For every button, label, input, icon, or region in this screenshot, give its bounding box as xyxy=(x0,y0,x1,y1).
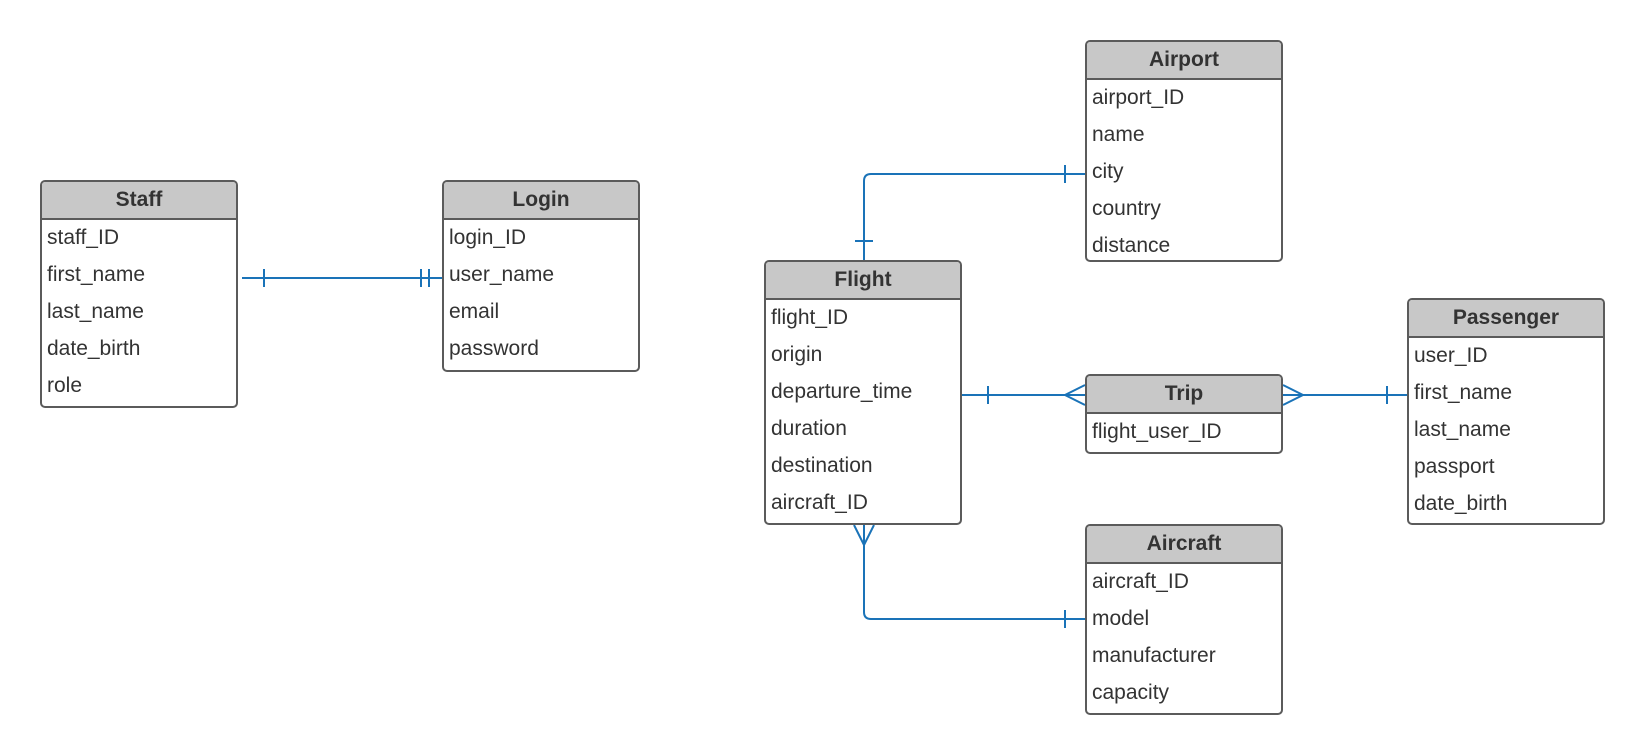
entity-passenger[interactable]: Passenger user_ID first_name last_name p… xyxy=(1407,298,1605,525)
entity-field: flight_ID xyxy=(771,306,849,329)
entity-field: email xyxy=(449,300,500,323)
entity-field: city xyxy=(1092,160,1124,183)
entity-field: login_ID xyxy=(449,226,527,249)
entity-field: destination xyxy=(771,454,873,477)
entity-staff[interactable]: Staff staff_ID first_name last_name date… xyxy=(40,180,238,408)
relationship-staff-login[interactable] xyxy=(242,269,442,287)
entity-field: model xyxy=(1092,607,1150,630)
entity-field: first_name xyxy=(47,263,146,286)
entity-title: Aircraft xyxy=(1087,526,1281,564)
many-marker xyxy=(1282,384,1306,406)
entity-flight[interactable]: Flight flight_ID origin departure_time d… xyxy=(764,260,962,525)
entity-field: flight_user_ID xyxy=(1092,420,1222,443)
entity-field: last_name xyxy=(47,300,144,323)
entity-title: Airport xyxy=(1087,42,1281,80)
relationship-flight-aircraft[interactable] xyxy=(853,524,1085,628)
entity-field: airport_ID xyxy=(1092,86,1185,109)
entity-field: manufacturer xyxy=(1092,644,1216,667)
entity-title: Flight xyxy=(766,262,960,300)
entity-login[interactable]: Login login_ID user_name email password xyxy=(442,180,640,372)
entity-field: capacity xyxy=(1092,681,1170,704)
entity-field: role xyxy=(47,374,83,397)
entity-field: staff_ID xyxy=(47,226,119,249)
entity-field: user_name xyxy=(449,263,555,286)
entity-field: passport xyxy=(1414,455,1495,478)
entity-trip[interactable]: Trip flight_user_ID xyxy=(1085,374,1283,454)
entity-field: aircraft_ID xyxy=(771,491,868,514)
relationship-trip-passenger[interactable] xyxy=(1282,384,1407,406)
entity-field: origin xyxy=(771,343,823,366)
entity-title: Staff xyxy=(42,182,236,220)
entity-field: name xyxy=(1092,123,1145,146)
relationship-airport-flight[interactable] xyxy=(855,165,1085,260)
entity-field: user_ID xyxy=(1414,344,1488,367)
entity-field: departure_time xyxy=(771,380,913,403)
entity-field: duration xyxy=(771,417,847,440)
many-marker xyxy=(853,524,875,548)
entity-field: last_name xyxy=(1414,418,1511,441)
entity-field: date_birth xyxy=(47,337,141,360)
entity-field: distance xyxy=(1092,234,1171,257)
entity-field: first_name xyxy=(1414,381,1513,404)
entity-field: password xyxy=(449,337,539,360)
entity-field: aircraft_ID xyxy=(1092,570,1189,593)
entity-title: Trip xyxy=(1087,376,1281,414)
relationship-flight-trip[interactable] xyxy=(962,384,1086,406)
entity-title: Login xyxy=(444,182,638,220)
entity-field: country xyxy=(1092,197,1161,220)
many-marker xyxy=(1062,384,1086,406)
entity-aircraft[interactable]: Aircraft aircraft_ID model manufacturer … xyxy=(1085,524,1283,715)
entity-airport[interactable]: Airport airport_ID name city country dis… xyxy=(1085,40,1283,262)
entity-title: Passenger xyxy=(1409,300,1603,338)
entity-field: date_birth xyxy=(1414,492,1508,515)
